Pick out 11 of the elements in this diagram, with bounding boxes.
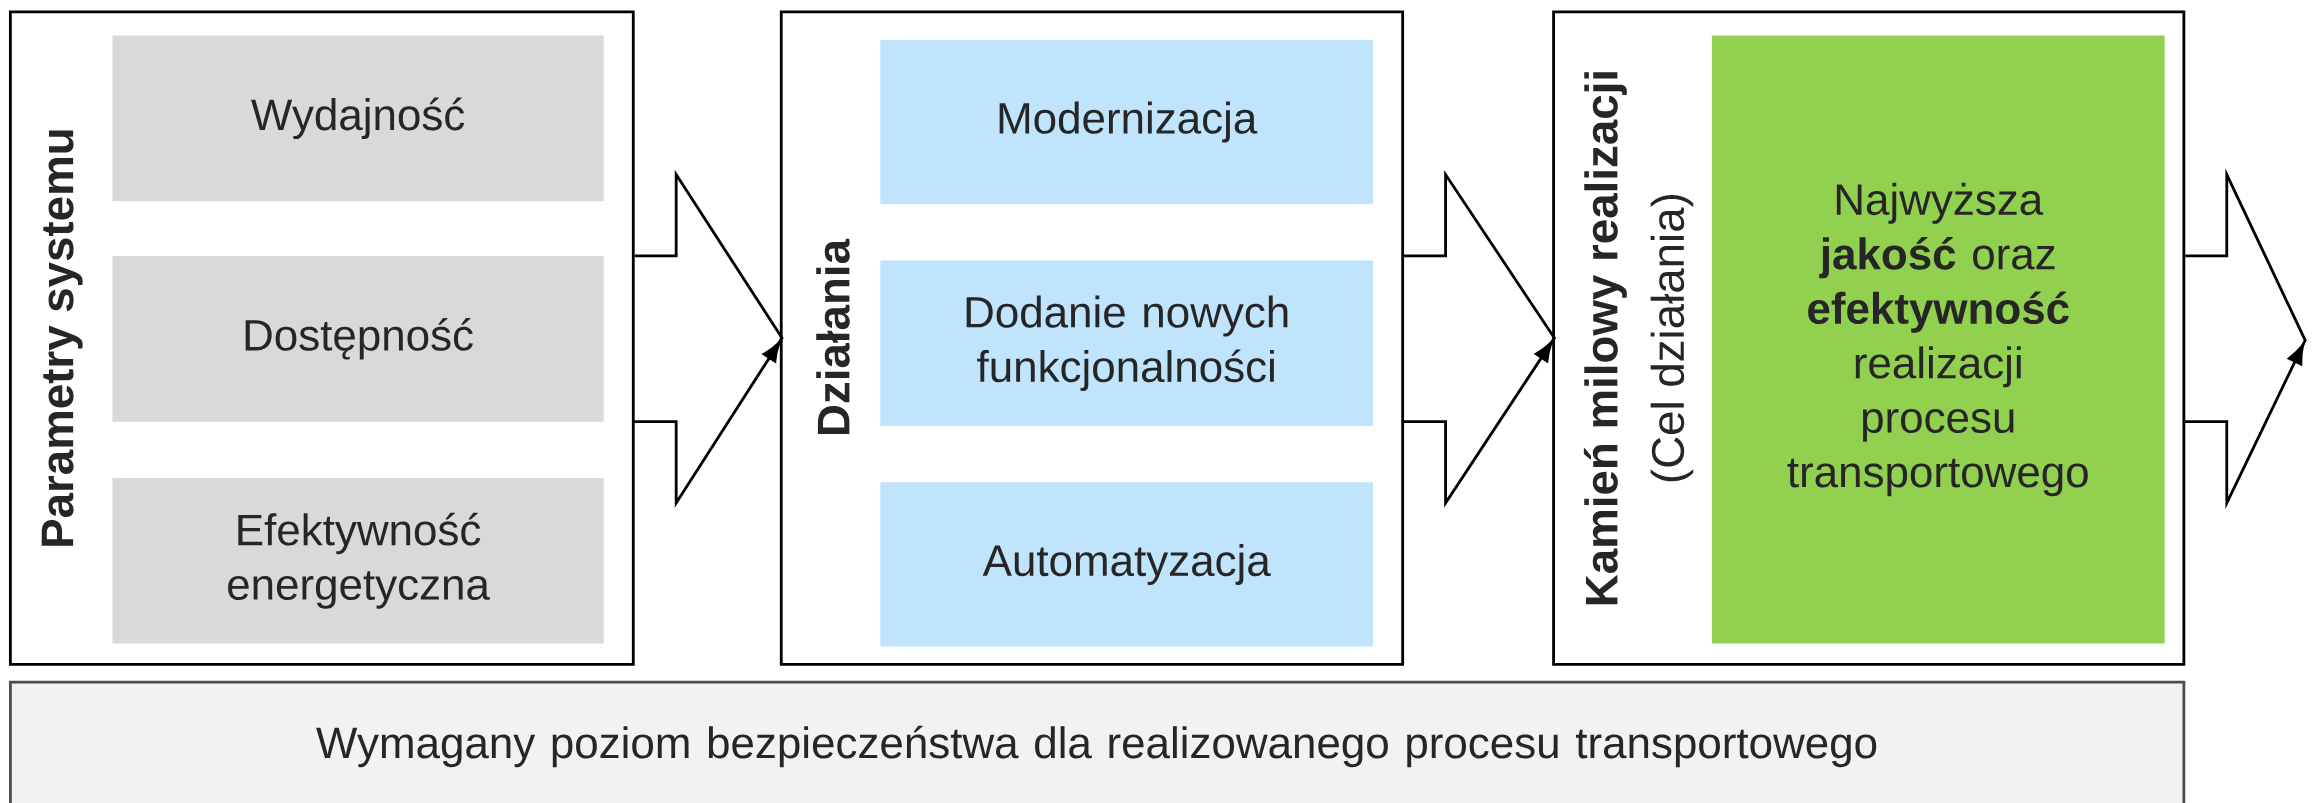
- arrow: [1401, 169, 1557, 508]
- text-box: Automatyzacja: [880, 482, 1374, 647]
- arrow: [2182, 168, 2307, 509]
- text-box: Modernizacja: [880, 39, 1374, 204]
- arrow: [631, 169, 784, 508]
- text-box: Dodanie nowych funkcjonalności: [880, 260, 1374, 426]
- banner-box: Wymagany poziom bezpieczeństwa dla realizowanego procesu transportowego: [8, 680, 2186, 803]
- text-box: Efektywność energetyczna: [112, 477, 604, 644]
- text-box: Wydajność: [112, 35, 604, 202]
- text-box: Najwyższa jakość oraz efektywność realizacji procesu transportowego: [1711, 35, 2165, 644]
- text-box: Dostępność: [112, 255, 604, 422]
